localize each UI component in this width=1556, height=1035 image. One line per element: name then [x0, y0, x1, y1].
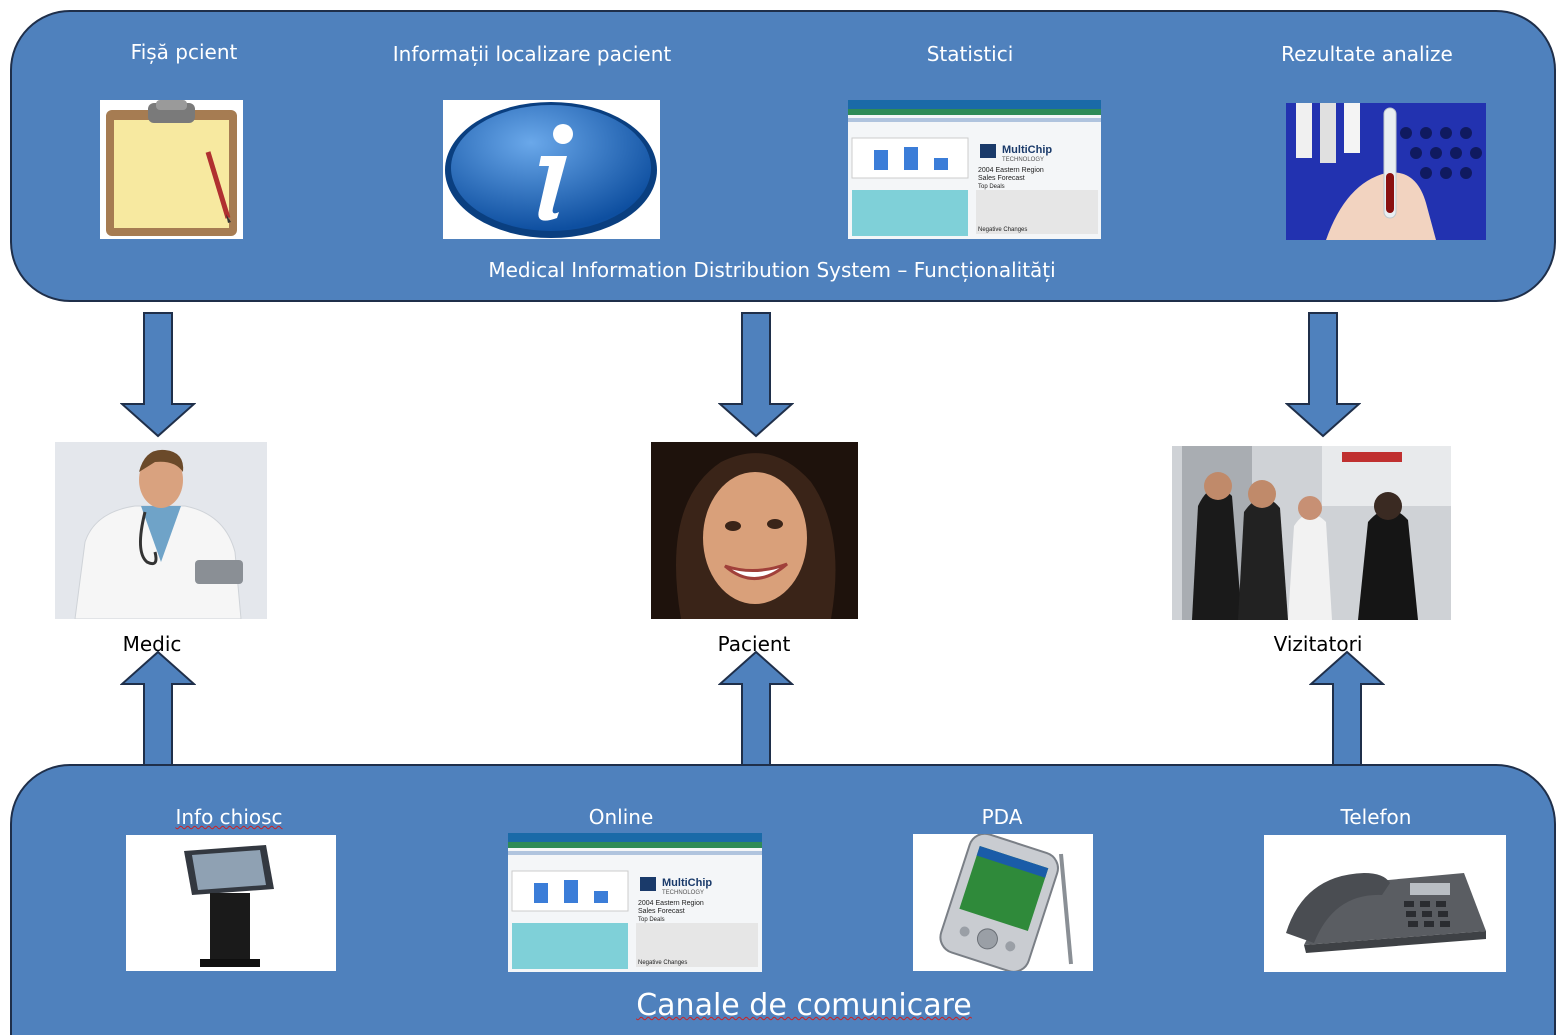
- channel-label-telefon: Telefon: [1340, 805, 1412, 829]
- arrow-up-vizitatori: [1309, 650, 1385, 776]
- statistics-report-icon: MultiChip TECHNOLOGY 2004 Eastern Region…: [848, 100, 1101, 239]
- online-report-line3: Top Deals: [638, 917, 665, 923]
- channel-label-online: Online: [588, 805, 654, 829]
- channel-label-kiosk: Info chiosc: [175, 805, 283, 829]
- report-line3: Top Deals: [978, 184, 1005, 190]
- online-report-logo-sub: TECHNOLOGY: [662, 890, 704, 896]
- online-report-line2: Sales Forecast: [638, 908, 685, 915]
- user-label-pacient: Pacient: [717, 632, 791, 656]
- report-line1: 2004 Eastern Region: [978, 167, 1044, 174]
- feature-label-statistics: Statistici: [926, 42, 1014, 66]
- report-line4: Negative Changes: [978, 227, 1027, 233]
- test-tubes-icon: [1286, 103, 1486, 240]
- report-logo: MultiChip: [1002, 144, 1052, 156]
- channel-label-pda: PDA: [981, 805, 1023, 829]
- channels-title: Canale de comunicare: [636, 988, 972, 1023]
- telephone-icon: [1264, 835, 1506, 972]
- arrow-up-pacient: [718, 650, 794, 776]
- system-title: Medical Information Distribution System …: [488, 258, 1056, 282]
- arrow-down-vizitatori: [1285, 312, 1361, 438]
- patient-photo: [651, 442, 858, 619]
- info-icon: [443, 100, 660, 239]
- arrow-down-medic: [120, 312, 196, 438]
- online-report-line4: Negative Changes: [638, 960, 687, 966]
- arrow-down-pacient: [718, 312, 794, 438]
- feature-label-location: Informații localizare pacient: [392, 42, 672, 66]
- online-report-logo: MultiChip: [662, 877, 712, 889]
- online-report-line1: 2004 Eastern Region: [638, 900, 704, 907]
- clipboard-icon: [100, 100, 243, 239]
- arrow-up-medic: [120, 650, 196, 776]
- report-line2: Sales Forecast: [978, 175, 1025, 182]
- report-logo-sub: TECHNOLOGY: [1002, 157, 1044, 163]
- user-label-medic: Medic: [122, 632, 182, 656]
- kiosk-icon: [126, 835, 336, 971]
- feature-label-patient-file: Fișă pcient: [130, 40, 238, 64]
- pda-icon: [913, 834, 1093, 971]
- feature-label-results: Rezultate analize: [1281, 42, 1453, 66]
- doctor-photo: [55, 442, 267, 619]
- web-report-icon: MultiChip TECHNOLOGY 2004 Eastern Region…: [508, 833, 762, 972]
- visitors-photo: [1172, 446, 1451, 620]
